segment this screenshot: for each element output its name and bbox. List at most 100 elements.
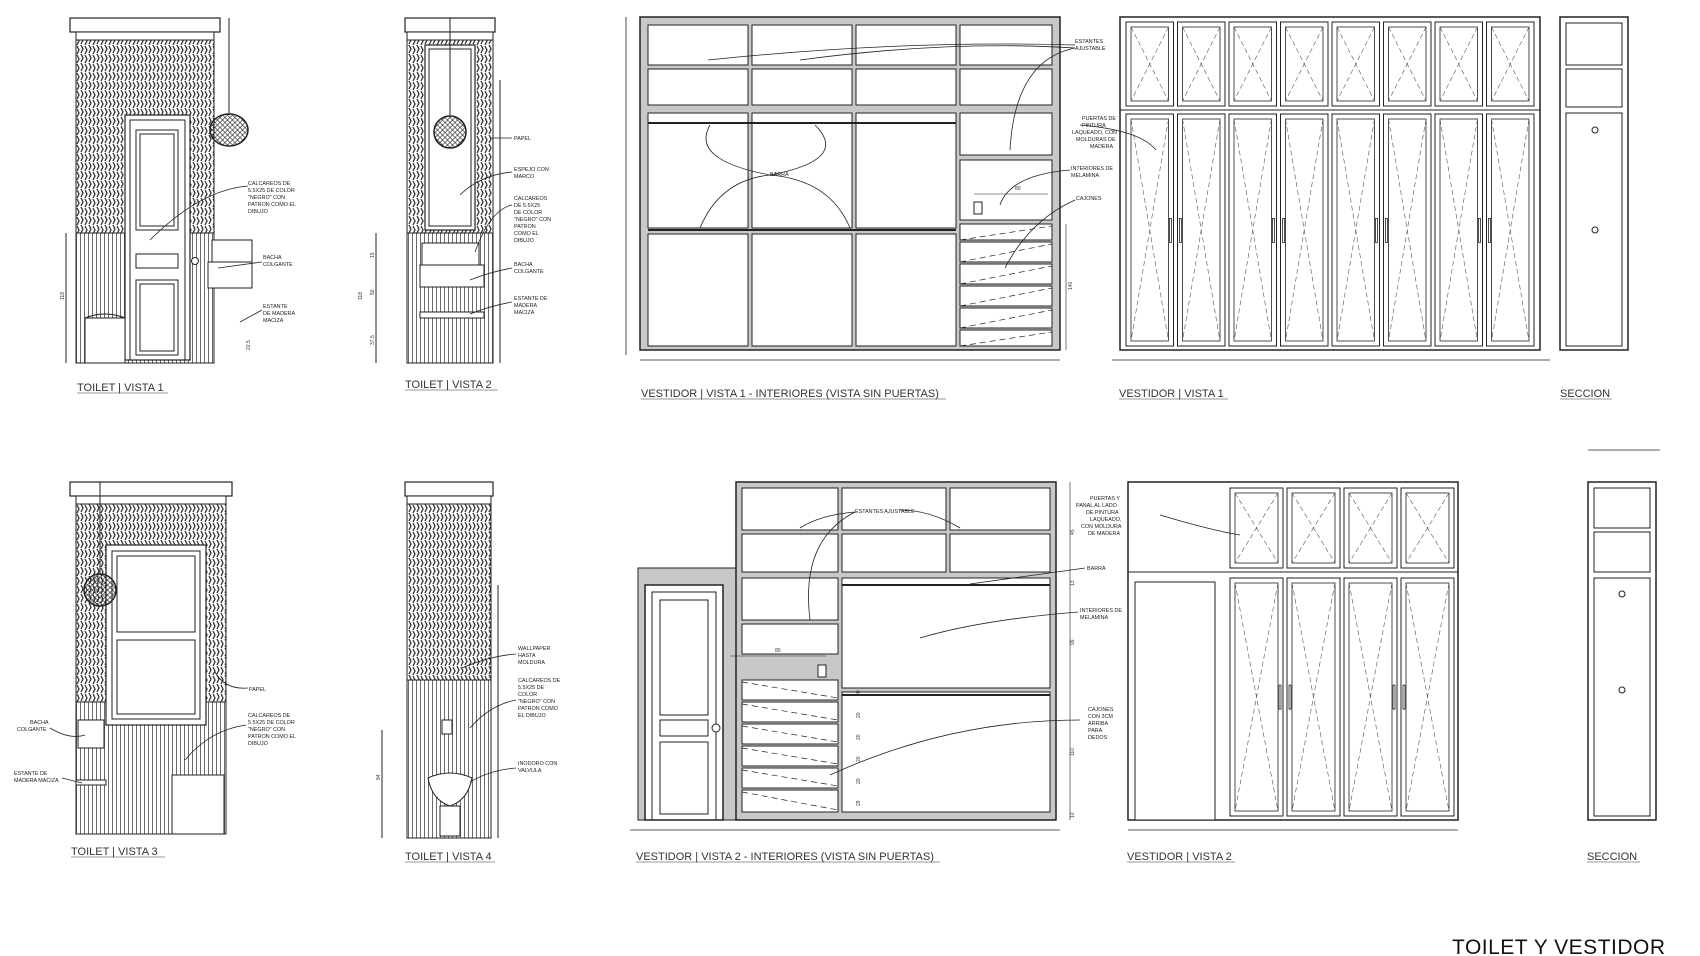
svg-text:PATRON COMO: PATRON COMO [518, 706, 558, 712]
wardrobe-door-panel [1286, 487, 1341, 569]
note-estante-2: ESTANTE DE MADERA MACIZA [514, 296, 548, 316]
svg-text:LAQUEADO,: LAQUEADO, [1090, 517, 1122, 523]
svg-text:MOLDURAS DE: MOLDURAS DE [1076, 137, 1116, 143]
note-calcareos-4: CALCAREOS DE 5.5X25 DE COLOR "NEGRO" CON… [518, 678, 561, 719]
note-inodoro-4: INODORO CON VALVULA [518, 761, 557, 774]
toilet-vista-1: 118 22.5 CALCAREOS DE 5.5X25 DE COLOR "N… [60, 17, 296, 394]
svg-text:BACHA: BACHA [514, 262, 533, 268]
svg-text:COLGANTE: COLGANTE [17, 727, 47, 733]
svg-text:5.5X25 DE COLOR: 5.5X25 DE COLOR [248, 188, 295, 194]
dim-80-v1: 80 [1015, 186, 1021, 192]
svg-text:CALCAREOS DE: CALCAREOS DE [248, 713, 291, 719]
wardrobe-door-panel [1400, 577, 1455, 817]
door-handle [1278, 684, 1282, 710]
svg-text:5.5X25 DE COLOR: 5.5X25 DE COLOR [248, 720, 295, 726]
wardrobe-door-panel [1343, 487, 1398, 569]
wardrobe-door-panel [1177, 113, 1226, 347]
svg-text:BACHA: BACHA [30, 720, 49, 726]
svg-text:WALLPAPER: WALLPAPER [518, 646, 550, 652]
svg-text:PARA: PARA [1088, 728, 1103, 734]
note-espejo-2: ESPEJO CON MARCO [514, 167, 549, 180]
svg-text:COLGANTE: COLGANTE [263, 262, 293, 268]
note-estante-1: ESTANTE DE MADERA MACIZA [263, 304, 295, 324]
svg-text:DIBUJO: DIBUJO [514, 238, 534, 244]
svg-text:ARRIBA: ARRIBA [1088, 721, 1108, 727]
note-estantes-v2: ESTANTES AJUSTABLE [855, 509, 915, 515]
wardrobe-door-panel [1486, 21, 1535, 107]
wardrobe-door-panel [1177, 21, 1226, 107]
svg-text:MACIZA: MACIZA [263, 318, 284, 324]
svg-text:EL DIBUJO: EL DIBUJO [518, 713, 546, 719]
vestidor-1-doors [1125, 21, 1535, 347]
svg-text:MELAMINA: MELAMINA [1071, 173, 1100, 179]
note-wallpaper-4: WALLPAPER HASTA MOLDURA [518, 646, 550, 666]
svg-text:DEDOS: DEDOS [1088, 735, 1108, 741]
svg-text:CAJONES: CAJONES [1088, 707, 1114, 713]
note-bacha-2: BACHA COLGANTE [514, 262, 544, 275]
note-papel-3: PAPEL [249, 687, 266, 693]
svg-text:20: 20 [856, 756, 862, 762]
note-papel-2: PAPEL [514, 136, 531, 142]
svg-text:20: 20 [856, 712, 862, 718]
note-interiores-v1: INTERIORES DE MELAMINA [1071, 166, 1113, 179]
svg-text:PATRON COMO EL: PATRON COMO EL [248, 734, 296, 740]
svg-text:ESPEJO CON: ESPEJO CON [514, 167, 549, 173]
title-seccion-2: SECCION [1587, 851, 1637, 863]
svg-text:29: 29 [856, 800, 862, 806]
note-barra-v2: BARRA [1087, 566, 1106, 572]
vestidor-vista-2: PUERTAS Y PANAL AL LADO DE PINTURA LAQUE… [1076, 481, 1459, 863]
wardrobe-door-panel [1229, 577, 1284, 817]
wardrobe-door-panel [1343, 577, 1398, 817]
title-toilet-vista-3: TOILET | VISTA 3 [71, 846, 158, 858]
wardrobe-door-panel [1383, 113, 1432, 347]
wardrobe-door-panel [1229, 487, 1284, 569]
svg-text:ESTANTE DE: ESTANTE DE [14, 771, 48, 777]
svg-text:INTERIORES DE: INTERIORES DE [1071, 166, 1113, 172]
door-handle [1179, 217, 1182, 243]
svg-text:DE MADERA: DE MADERA [1088, 531, 1120, 537]
title-vestidor-vista-2: VESTIDOR | VISTA 2 [1127, 851, 1232, 863]
door-handle [1375, 217, 1378, 243]
svg-text:ESTANTES: ESTANTES [1075, 39, 1103, 45]
wardrobe-door-panel [1125, 21, 1174, 107]
svg-text:CALCAREOS DE: CALCAREOS DE [248, 181, 291, 187]
svg-text:"NEGRO" CON: "NEGRO" CON [518, 699, 555, 705]
note-cajones-v2: CAJONES CON 3CM ARRIBA PARA DEDOS [1088, 707, 1114, 741]
wardrobe-door-panel [1331, 21, 1380, 107]
svg-text:DE COLOR: DE COLOR [514, 210, 542, 216]
title-vestidor-vista-2-int: VESTIDOR | VISTA 2 - INTERIORES (VISTA S… [636, 851, 934, 863]
svg-text:"NEGRO" CON: "NEGRO" CON [514, 217, 551, 223]
toilet-vista-2: 15 118 50 37.5 PAPEL ESPEJO CON MARCO CA… [358, 17, 551, 391]
svg-text:5.5X25 DE: 5.5X25 DE [518, 685, 544, 691]
drawer-dims: 20 20 20 20 20 29 [856, 690, 862, 806]
wardrobe-door-panel [1383, 21, 1432, 107]
note-puertas-v2: PUERTAS Y PANAL AL LADO DE PINTURA LAQUE… [1076, 496, 1122, 537]
dim-140-v1: 140 [1068, 281, 1074, 290]
svg-text:PUERTAS DE: PUERTAS DE [1082, 116, 1116, 122]
title-toilet-vista-4: TOILET | VISTA 4 [405, 851, 492, 863]
vestidor-2-doors [1229, 487, 1455, 817]
note-calcareos-1: CALCAREOS DE 5.5X25 DE COLOR "NEGRO" CON… [248, 181, 296, 215]
vestidor-vista-1: PUERTAS DE PINTURA LAQUEADO, CON MOLDURA… [1072, 16, 1550, 400]
note-cajones-v1: CAJONES [1076, 196, 1102, 202]
dim-110: 110 [1070, 748, 1076, 756]
svg-text:INTERIORES DE: INTERIORES DE [1080, 608, 1122, 614]
svg-text:INODORO CON: INODORO CON [518, 761, 557, 767]
vestidor-vista-1-interiores: ESTANTES AJUSTABLE BARRA INTERIORES DE M… [625, 16, 1113, 400]
note-bacha-3: BACHA COLGANTE [17, 720, 49, 733]
svg-text:MACIZA: MACIZA [514, 310, 535, 316]
dim-50: 50 [370, 289, 376, 295]
svg-text:PATRON: PATRON [514, 224, 536, 230]
svg-text:MARCO: MARCO [514, 174, 534, 180]
note-calcareos-2: CALCAREOS DE 5.5X25 DE COLOR "NEGRO" CON… [514, 196, 551, 244]
title-vestidor-vista-1-int: VESTIDOR | VISTA 1 - INTERIORES (VISTA S… [641, 388, 939, 400]
note-barra-v1: BARRA [770, 172, 789, 178]
wardrobe-door-panel [1486, 113, 1535, 347]
door-handle [1288, 684, 1292, 710]
svg-text:MADERA: MADERA [514, 303, 537, 309]
title-toilet-vista-2: TOILET | VISTA 2 [405, 379, 492, 391]
note-estante-3: ESTANTE DE MADERA MACIZA [14, 771, 59, 784]
svg-text:MADERA: MADERA [1090, 144, 1113, 150]
door-handle [1282, 217, 1285, 243]
svg-text:20: 20 [856, 734, 862, 740]
